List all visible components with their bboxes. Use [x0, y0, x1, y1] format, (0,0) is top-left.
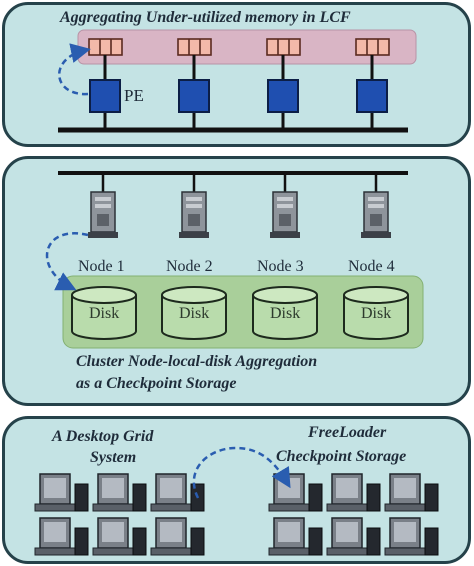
pe-unit-1: [88, 38, 123, 130]
freeloader-label-line2: Checkpoint Storage: [276, 448, 407, 465]
memory-block-4: [355, 38, 390, 56]
workstation-icon: [34, 473, 89, 512]
pe-unit-3: [266, 38, 301, 130]
workstation-icon: [150, 473, 205, 512]
workstation-icon: [92, 473, 147, 512]
workstation-icon: [384, 517, 439, 556]
disk-icon: [161, 286, 227, 304]
server-1: [88, 173, 118, 238]
workstation-icon: [34, 517, 89, 556]
workstation-icon: [268, 517, 323, 556]
disk-arrow: [45, 232, 89, 291]
disk-pool-band: [62, 275, 424, 349]
server-2: [179, 173, 209, 238]
disk-1: [71, 286, 137, 340]
processing-element: [178, 79, 210, 113]
memory-arrow: [58, 43, 91, 96]
disk-label-1: Disk: [89, 305, 120, 322]
pe-label: PE: [124, 86, 144, 105]
disk-caption-line1: Cluster Node-local-disk Aggregation: [76, 353, 318, 370]
disk-caption-line2: as a Checkpoint Storage: [76, 375, 237, 392]
disk-icon: [343, 286, 409, 304]
processing-element: [89, 79, 121, 113]
grid-workstations: [34, 473, 439, 556]
processing-element: [356, 79, 388, 113]
disk-4: [343, 286, 409, 340]
workstation-icon: [326, 517, 381, 556]
desktop-grid-label-line1: A Desktop Grid: [52, 428, 154, 445]
disk-2: [161, 286, 227, 340]
pe-unit-2: [177, 38, 212, 130]
node-label-4: Node 4: [348, 258, 395, 275]
memory-panel-title: Aggregating Under-utilized memory in LCF: [60, 9, 351, 26]
pe-unit-4: [355, 38, 390, 130]
node-label-2: Node 2: [166, 258, 213, 275]
processing-element: [267, 79, 299, 113]
workstation-icon: [92, 517, 147, 556]
memory-block-2: [177, 38, 212, 56]
disk-3: [252, 286, 318, 340]
grid-arrow: [192, 446, 291, 499]
disk-label-4: Disk: [361, 305, 392, 322]
disk-icon: [71, 286, 137, 304]
node-label-1: Node 1: [78, 258, 125, 275]
server-4: [361, 173, 391, 238]
memory-block-3: [266, 38, 301, 56]
workstation-icon: [384, 473, 439, 512]
server-3: [270, 173, 300, 238]
desktop-grid-label-line2: System: [90, 449, 137, 466]
memory-block-1: [88, 38, 123, 56]
workstation-icon: [326, 473, 381, 512]
disk-label-3: Disk: [270, 305, 301, 322]
workstation-icon: [150, 517, 205, 556]
memory-aggregation-panel: [2, 2, 471, 147]
workstation-icon: [268, 473, 323, 512]
freeloader-label-line1: FreeLoader: [308, 424, 387, 441]
disk-label-2: Disk: [179, 305, 210, 322]
disk-icon: [252, 286, 318, 304]
node-label-3: Node 3: [257, 258, 304, 275]
